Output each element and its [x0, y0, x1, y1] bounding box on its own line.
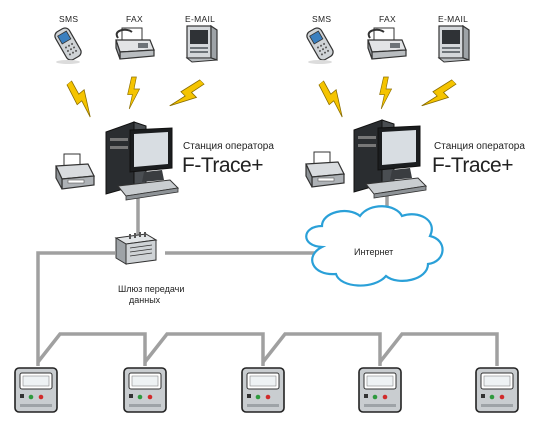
- fax-machine-icon: [367, 27, 407, 60]
- energy-meter-icon: [123, 367, 167, 413]
- device-label-sms: SMS: [312, 14, 332, 24]
- operator-workstation-icon: [105, 121, 179, 201]
- printer-icon: [55, 153, 95, 190]
- lightning-icon: [167, 75, 208, 116]
- lightning-icon: [314, 77, 353, 119]
- lightning-icon: [62, 77, 101, 119]
- mobile-phone-icon: [52, 25, 84, 64]
- operator-workstation-icon: [353, 119, 427, 199]
- device-label-email: E-MAIL: [185, 14, 216, 24]
- printer-icon: [305, 151, 345, 188]
- internet-label: Интернет: [354, 247, 394, 257]
- device-label-sms: SMS: [59, 14, 79, 24]
- product-label: F-Trace+: [182, 154, 263, 177]
- gateway-label-line2: данных: [129, 295, 161, 305]
- link-meter-4-5: [378, 332, 499, 366]
- link-meter-3-4: [261, 332, 382, 366]
- data-gateway-icon: [115, 231, 157, 265]
- device-label-fax: FAX: [379, 14, 396, 24]
- link-meter-1-2: [36, 332, 147, 366]
- energy-meter-icon: [358, 367, 402, 413]
- lightning-icon: [379, 76, 392, 110]
- lightning-icon: [419, 75, 460, 116]
- product-label: F-Trace+: [432, 154, 513, 177]
- station-label: Станция оператора: [434, 141, 525, 152]
- device-label-email: E-MAIL: [438, 14, 469, 24]
- station-label: Станция оператора: [183, 141, 274, 152]
- energy-meter-icon: [14, 367, 58, 413]
- email-computer-icon: [438, 25, 470, 63]
- link-gateway-meter-1: [36, 251, 115, 366]
- device-label-fax: FAX: [126, 14, 143, 24]
- connection-lines: [36, 194, 499, 366]
- email-computer-icon: [186, 25, 218, 63]
- lightning-icons: [62, 75, 460, 119]
- energy-meter-icon: [241, 367, 285, 413]
- gateway-label-line1: Шлюз передачи: [118, 284, 185, 294]
- energy-meter-icon: [475, 367, 519, 413]
- fax-machine-icon: [115, 27, 155, 60]
- lightning-icon: [127, 76, 140, 110]
- internet-cloud-icon: [305, 205, 444, 287]
- mobile-phone-icon: [304, 25, 336, 64]
- link-meter-2-3: [143, 332, 265, 366]
